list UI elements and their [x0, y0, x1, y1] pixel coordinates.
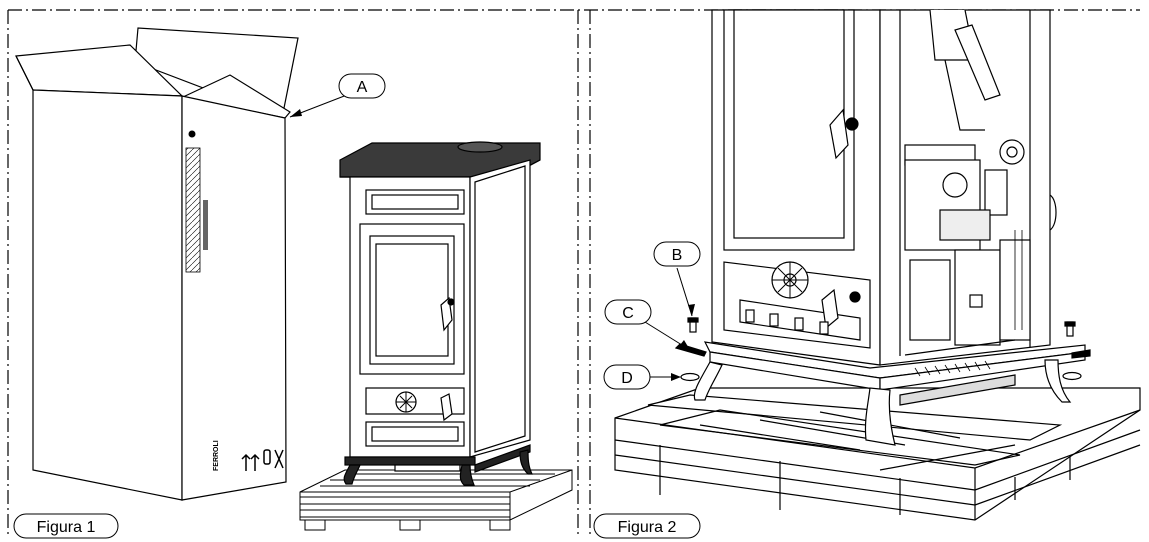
handling-symbols-icon	[241, 449, 284, 471]
figure-1: FERROLI A	[13, 27, 573, 539]
figure-2-caption-text: Figura 2	[618, 519, 677, 536]
callout-b: B	[653, 241, 701, 317]
pallet-small	[299, 469, 573, 531]
stove-small	[339, 141, 541, 486]
cardboard-box	[15, 27, 299, 501]
callout-b-label: B	[672, 247, 683, 264]
figure-1-caption-text: Figura 1	[37, 519, 96, 536]
callout-d: D	[603, 364, 681, 390]
fastener-screw-b	[687, 317, 1076, 337]
bracket-c	[674, 343, 1091, 359]
figure-2: B C D Figura 2	[593, 9, 1141, 539]
callout-a-label: A	[357, 79, 368, 96]
callout-c: C	[604, 299, 691, 351]
box-brand-label: FERROLI	[213, 440, 220, 471]
figure-1-caption: Figura 1	[13, 513, 119, 539]
stove-large	[693, 9, 1086, 446]
callout-a: A	[289, 73, 386, 118]
pallet-large	[614, 387, 1141, 521]
figure-2-caption: Figura 2	[593, 513, 701, 539]
box-print: FERROLI	[185, 130, 284, 471]
callout-c-label: C	[622, 305, 634, 322]
callout-d-label: D	[621, 370, 633, 387]
